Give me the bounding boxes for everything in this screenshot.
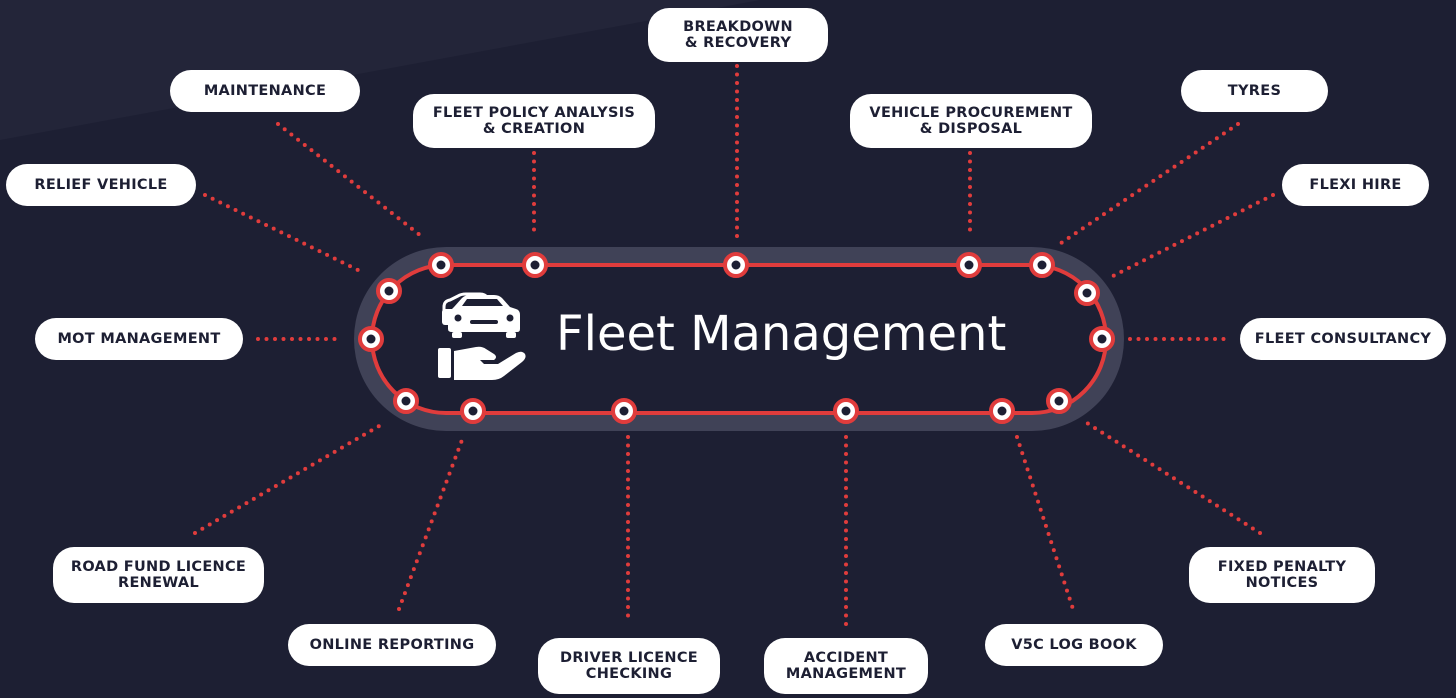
node — [611, 398, 637, 424]
v5c-log-book-label: V5C LOG BOOK — [1011, 637, 1137, 653]
flexi-hire-pill[interactable]: FLEXI HIRE — [1282, 164, 1429, 206]
maintenance-label: MAINTENANCE — [203, 83, 327, 99]
maintenance-pill[interactable]: MAINTENANCE — [170, 70, 360, 112]
road-fund-licence-pill[interactable]: ROAD FUND LICENCE RENEWAL — [53, 547, 264, 603]
driver-licence-label: DRIVER LICENCE CHECKING — [560, 650, 698, 682]
node — [428, 252, 454, 278]
connector-v5c — [1015, 435, 1075, 611]
node — [1089, 326, 1115, 352]
node — [1074, 280, 1100, 306]
node — [358, 326, 384, 352]
node — [1046, 388, 1072, 414]
connector-flexi-hire — [1109, 193, 1275, 279]
flexi-hire-label: FLEXI HIRE — [1309, 177, 1402, 193]
fleet-policy-pill[interactable]: FLEET POLICY ANALYSIS & CREATION — [413, 94, 655, 148]
breakdown-recovery-label: BREAKDOWN & RECOVERY — [683, 19, 793, 51]
relief-vehicle-label: RELIEF VEHICLE — [34, 177, 168, 193]
connector-fixed-penalty — [1085, 421, 1262, 535]
vehicle-procurement-label: VEHICLE PROCUREMENT & DISPOSAL — [869, 105, 1073, 137]
connector-online-reporting — [397, 438, 464, 611]
connector-maintenance — [276, 122, 427, 241]
online-reporting-pill[interactable]: ONLINE REPORTING — [288, 624, 496, 666]
fixed-penalty-label: FIXED PENALTY NOTICES — [1217, 559, 1347, 591]
fleet-policy-label: FLEET POLICY ANALYSIS & CREATION — [432, 105, 636, 137]
connector-tyres — [1059, 122, 1240, 245]
vehicle-procurement-pill[interactable]: VEHICLE PROCUREMENT & DISPOSAL — [850, 94, 1092, 148]
node — [833, 398, 859, 424]
fleet-consultancy-pill[interactable]: FLEET CONSULTANCY — [1240, 318, 1446, 360]
driver-licence-pill[interactable]: DRIVER LICENCE CHECKING — [538, 638, 720, 694]
online-reporting-label: ONLINE REPORTING — [309, 637, 475, 653]
road-fund-licence-label: ROAD FUND LICENCE RENEWAL — [70, 559, 247, 591]
mot-management-pill[interactable]: MOT MANAGEMENT — [35, 318, 243, 360]
tyres-label: TYRES — [1227, 83, 1282, 99]
capsule-inner — [372, 265, 1106, 413]
node — [723, 252, 749, 278]
node — [460, 398, 486, 424]
accident-management-pill[interactable]: ACCIDENT MANAGEMENT — [764, 638, 928, 694]
connector-road-fund — [193, 420, 388, 535]
node — [376, 278, 402, 304]
page-title: Fleet Management — [556, 306, 1007, 362]
node-group — [358, 252, 1115, 424]
v5c-log-book-pill[interactable]: V5C LOG BOOK — [985, 624, 1163, 666]
node — [522, 252, 548, 278]
fixed-penalty-pill[interactable]: FIXED PENALTY NOTICES — [1189, 547, 1375, 603]
connector-relief-vehicle — [203, 193, 364, 274]
breakdown-recovery-pill[interactable]: BREAKDOWN & RECOVERY — [648, 8, 828, 62]
mot-management-label: MOT MANAGEMENT — [57, 331, 221, 347]
node — [1029, 252, 1055, 278]
connector-group — [193, 64, 1275, 634]
tyres-pill[interactable]: TYRES — [1181, 70, 1328, 112]
fleet-consultancy-label: FLEET CONSULTANCY — [1254, 331, 1432, 347]
node — [956, 252, 982, 278]
accident-management-label: ACCIDENT MANAGEMENT — [785, 650, 907, 682]
node — [393, 388, 419, 414]
node — [989, 398, 1015, 424]
car-in-hand-icon — [438, 292, 526, 380]
relief-vehicle-pill[interactable]: RELIEF VEHICLE — [6, 164, 196, 206]
